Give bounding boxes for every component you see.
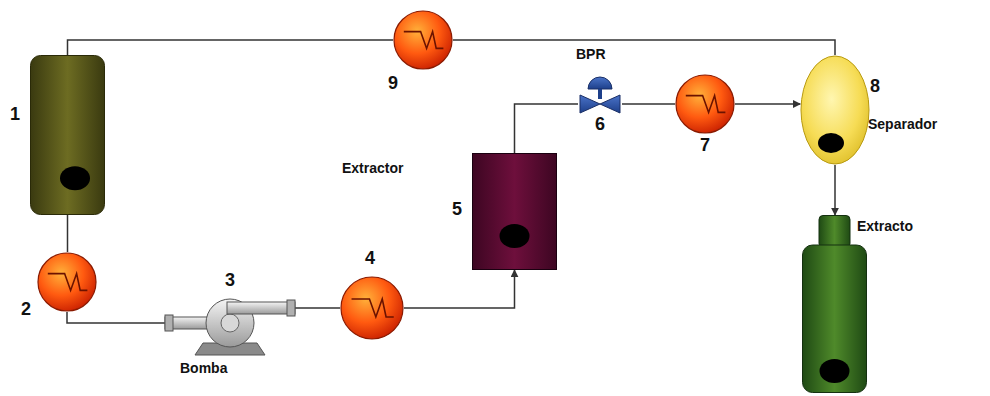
bottle-body <box>803 245 867 393</box>
pipe-connector <box>404 270 515 308</box>
bpr-valve: BPR6 <box>578 75 622 113</box>
extract-bottle: Extracto <box>802 215 867 393</box>
heat-exchanger: 4 <box>340 276 404 340</box>
co2-cylinder: 1 <box>30 55 105 215</box>
valve-dome <box>588 77 612 89</box>
callout-number: 4 <box>365 249 375 269</box>
part-name: Separador <box>868 117 937 132</box>
pump-drawing <box>165 285 295 355</box>
heat-exchanger-drawing <box>37 252 97 312</box>
co2-cylinder-drawing <box>30 55 105 215</box>
bottle-dot <box>820 359 850 383</box>
exchanger-zigzag <box>48 274 88 291</box>
extractor-vessel: Extractor5 <box>472 153 557 270</box>
exchanger-circle <box>341 277 403 339</box>
part-name: Bomba <box>180 361 227 376</box>
exchanger-zigzag <box>404 32 444 49</box>
part-name: BPR <box>576 47 606 62</box>
separator-vessel: 8Separador <box>800 55 870 165</box>
cylinder-body <box>31 56 105 215</box>
callout-number: 8 <box>870 77 880 97</box>
pipe-connector <box>68 40 394 55</box>
part-name: Extractor <box>342 161 403 176</box>
callout-number: 7 <box>700 136 710 156</box>
exchanger-zigzag <box>686 96 726 113</box>
exchanger-circle <box>676 75 734 133</box>
exchanger-circle <box>394 11 452 69</box>
separator-body <box>801 56 869 164</box>
extractor-body <box>473 154 557 270</box>
pipe-connector <box>622 103 675 105</box>
pipe-connector <box>515 104 579 153</box>
pump-hub <box>221 314 239 332</box>
heat-exchanger: 7 <box>675 74 735 134</box>
callout-number: 9 <box>388 74 398 94</box>
callout-number: 3 <box>225 271 235 291</box>
cylinder-dot <box>60 166 90 190</box>
separator-dot <box>818 133 844 153</box>
part-name: Extracto <box>857 219 913 234</box>
valve-stem <box>598 89 602 99</box>
exchanger-zigzag <box>352 299 394 317</box>
callout-number: 6 <box>595 115 605 135</box>
heat-exchanger: 2 <box>37 252 97 312</box>
bpr-valve-drawing <box>578 75 622 113</box>
pipe-connector <box>453 40 835 55</box>
extractor-vessel-drawing <box>472 153 557 270</box>
extractor-dot <box>500 224 530 248</box>
callout-number: 2 <box>21 300 31 320</box>
callout-number: 1 <box>10 105 20 125</box>
heat-exchanger: 9 <box>393 10 453 70</box>
pipe-connector <box>834 165 836 215</box>
pipe-connector <box>735 103 800 105</box>
heat-exchanger-drawing <box>393 10 453 70</box>
valve-left <box>580 95 600 113</box>
pump-outlet-cap <box>287 300 295 316</box>
separator-vessel-drawing <box>800 55 870 165</box>
callout-number: 5 <box>452 200 462 220</box>
pump-outlet <box>227 302 295 314</box>
heat-exchanger-drawing <box>675 74 735 134</box>
pump-inlet-cap <box>165 315 173 331</box>
extract-bottle-drawing <box>802 215 867 393</box>
exchanger-circle <box>38 253 96 311</box>
pump: 3Bomba <box>165 285 295 355</box>
valve-right <box>600 95 620 113</box>
bottle-neck <box>819 216 850 248</box>
pipe-connector <box>67 312 165 323</box>
pipe-connector <box>295 307 340 309</box>
heat-exchanger-drawing <box>340 276 404 340</box>
pipe-connector <box>67 215 69 252</box>
